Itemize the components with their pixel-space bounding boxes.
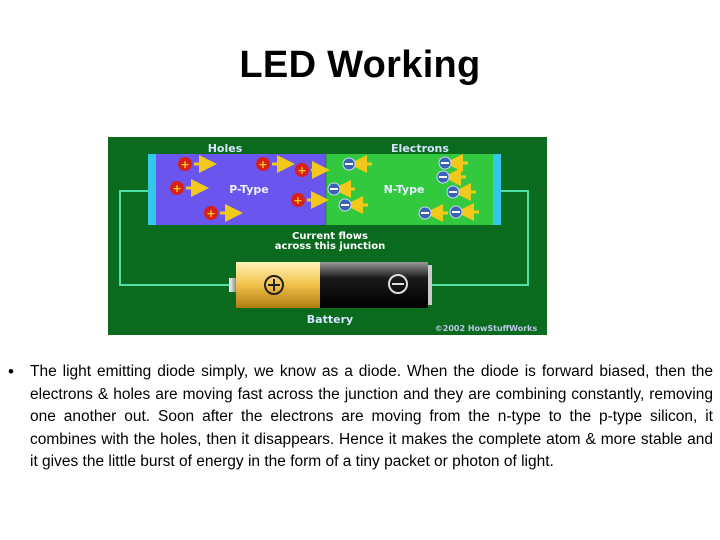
- battery-label: Battery: [307, 313, 353, 326]
- electron-particle: [342, 155, 372, 173]
- circuit-wire-left: [119, 190, 238, 286]
- bullet-paragraph: • The light emitting diode simply, we kn…: [8, 361, 713, 474]
- svg-text:+: +: [206, 207, 215, 220]
- electron-particle: [449, 203, 479, 221]
- electron-particle: [446, 183, 476, 201]
- body-text: The light emitting diode simply, we know…: [30, 363, 713, 470]
- svg-text:+: +: [172, 182, 181, 195]
- electron-particle: [436, 168, 466, 186]
- left-contact: [148, 154, 156, 225]
- bullet-icon: •: [8, 362, 14, 381]
- hole-particle: +: [204, 204, 243, 222]
- electron-particle: [438, 154, 468, 172]
- svg-text:+: +: [258, 158, 267, 171]
- electrons-label: Electrons: [391, 142, 449, 155]
- current-caption-line1: Current flows: [292, 231, 368, 242]
- led-junction-diagram: Holes Electrons P-Type N-Type + + + + +: [108, 137, 547, 335]
- hole-particle: +: [256, 155, 295, 173]
- hole-particle: +: [178, 155, 217, 173]
- current-caption-line2: across this junction: [275, 241, 385, 252]
- electron-particle: [327, 180, 355, 198]
- holes-label: Holes: [208, 142, 243, 155]
- hole-particle: +: [295, 161, 330, 179]
- copyright-text: ©2002 HowStuffWorks: [435, 324, 538, 333]
- slide-title: LED Working: [239, 44, 481, 86]
- svg-text:+: +: [180, 158, 189, 171]
- svg-text:+: +: [297, 164, 306, 177]
- n-type-label: N-Type: [384, 183, 425, 196]
- hole-particle: +: [291, 191, 329, 209]
- svg-text:+: +: [293, 194, 302, 207]
- electron-particle: [418, 204, 448, 222]
- circuit-wire-right: [430, 190, 529, 286]
- battery-icon: [229, 262, 432, 308]
- p-type-label: P-Type: [229, 183, 269, 196]
- right-contact: [493, 154, 501, 225]
- hole-particle: +: [170, 179, 209, 197]
- electron-particle: [338, 196, 368, 214]
